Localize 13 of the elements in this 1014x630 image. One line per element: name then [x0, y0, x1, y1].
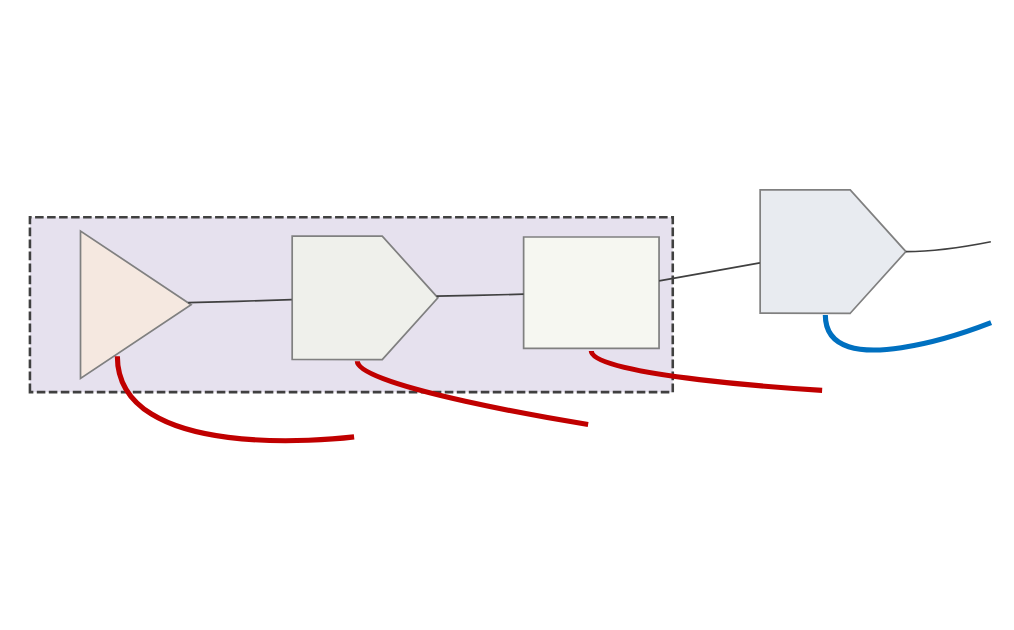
- node-box: [522, 235, 660, 349]
- connector: [114, 355, 355, 443]
- connector: [435, 292, 525, 297]
- connector: [589, 349, 823, 393]
- node-pentagon: [759, 188, 908, 314]
- node-pentagon: [291, 234, 440, 360]
- connector: [905, 240, 992, 252]
- connector: [355, 359, 589, 427]
- connector: [658, 261, 761, 282]
- connector: [822, 314, 992, 352]
- cluster: [28, 215, 675, 393]
- connector: [187, 298, 293, 304]
- node-triangle: [79, 228, 193, 380]
